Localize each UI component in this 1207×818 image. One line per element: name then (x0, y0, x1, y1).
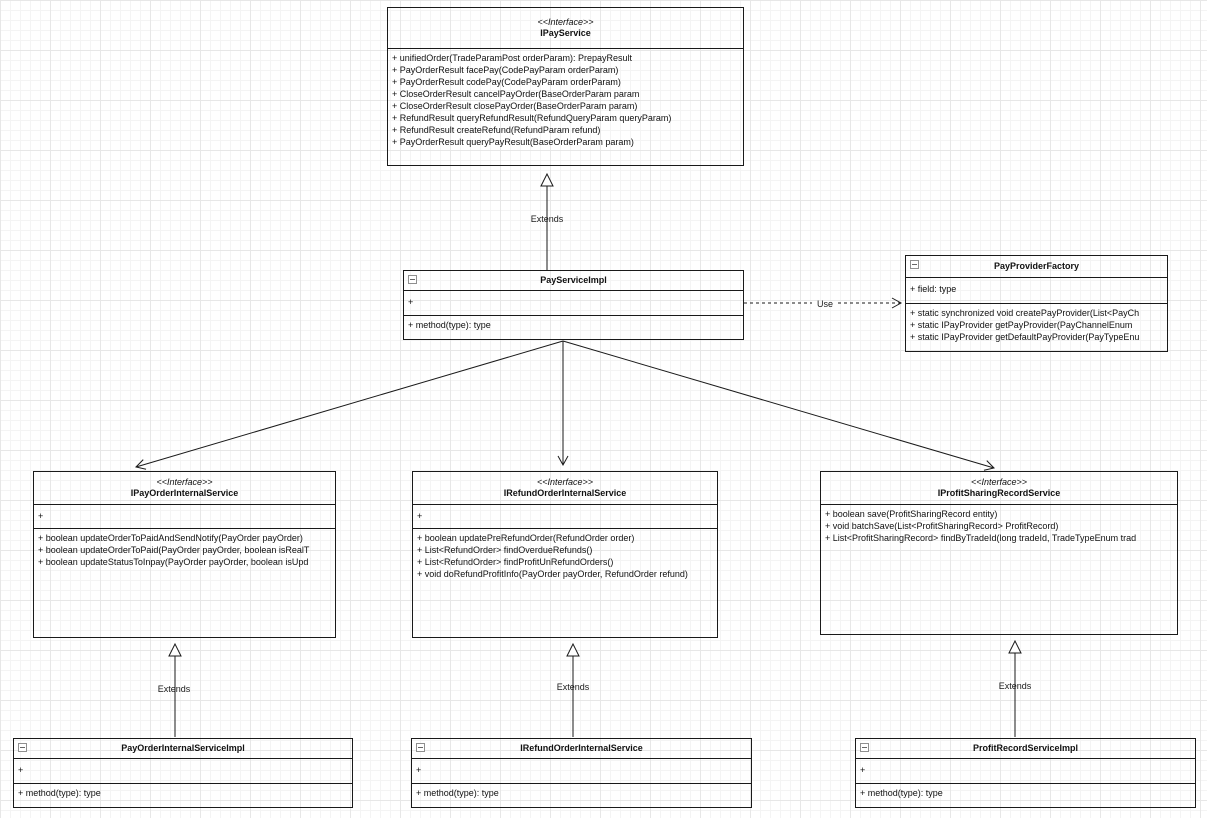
method-line: + boolean save(ProfitSharingRecord entit… (825, 509, 998, 519)
method-line: + unifiedOrder(TradeParamPost orderParam… (392, 53, 633, 63)
class-stereotype: <<Interface>> (970, 477, 1028, 487)
method-line: + method(type): type (860, 788, 943, 798)
class-title: PayProviderFactory (993, 261, 1080, 271)
edge-assoc-payserviceimpl-to-iprofitsharingrecordservice[interactable] (562, 340, 995, 471)
class-stereotype: <<Interface>> (536, 477, 594, 487)
class-title: ProfitRecordServiceImpl (972, 743, 1079, 753)
collapse-icon[interactable] (408, 275, 417, 284)
method-line: + PayOrderResult queryPayResult(BaseOrde… (392, 137, 634, 147)
class-stereotype: <<Interface>> (156, 477, 213, 487)
method-line: + boolean updateOrderToPaid(PayOrder pay… (38, 545, 310, 555)
class-irefundorderinternalservice[interactable]: <<Interface>> IRefundOrderInternalServic… (412, 471, 718, 638)
class-profitrecordserviceimpl[interactable]: ProfitRecordServiceImpl + + method(type)… (855, 738, 1196, 808)
edge-assoc-payserviceimpl-to-ipayorderinternalservice[interactable] (135, 340, 564, 470)
class-title: PayServiceImpl (540, 275, 607, 285)
edge-label-extends-bottom-right: Extends (998, 681, 1032, 691)
field-line: + (18, 765, 24, 775)
collapse-icon[interactable] (910, 260, 919, 269)
field-line: + (38, 511, 44, 521)
method-line: + void batchSave(List<ProfitSharingRecor… (825, 521, 1059, 531)
class-payorderinternalserviceimpl[interactable]: PayOrderInternalServiceImpl + + method(t… (13, 738, 353, 808)
collapse-icon[interactable] (860, 743, 869, 752)
class-title: IRefundOrderInternalService (520, 743, 643, 753)
field-line: + (416, 765, 422, 775)
method-line: + boolean updatePreRefundOrder(RefundOrd… (417, 533, 635, 543)
method-line: + RefundResult queryRefundResult(RefundQ… (392, 113, 672, 123)
method-line: + method(type): type (408, 320, 491, 330)
class-title: IRefundOrderInternalService (503, 488, 627, 498)
method-line: + List<ProfitSharingRecord> findByTradeI… (825, 533, 1137, 543)
edge-label-extends-top: Extends (530, 214, 564, 224)
class-ipayservice[interactable]: <<Interface>> IPayService + unifiedOrder… (387, 7, 744, 166)
field-line: + (408, 297, 414, 307)
method-line: + PayOrderResult codePay(CodePayParam or… (392, 77, 621, 87)
collapse-icon[interactable] (416, 743, 425, 752)
class-ipayorderinternalservice[interactable]: <<Interface>> IPayOrderInternalService +… (33, 471, 336, 638)
class-title: PayOrderInternalServiceImpl (121, 743, 245, 753)
field-line: + (417, 511, 423, 521)
method-line: + CloseOrderResult cancelPayOrder(BaseOr… (392, 89, 640, 99)
method-line: + void doRefundProfitInfo(PayOrder payOr… (417, 569, 688, 579)
field-line: + (860, 765, 866, 775)
method-line: + List<RefundOrder> findOverdueRefunds() (417, 545, 593, 555)
class-title: IPayService (540, 28, 591, 38)
method-line: + static IPayProvider getPayProvider(Pay… (910, 320, 1133, 330)
method-line: + boolean updateStatusToInpay(PayOrder p… (38, 557, 309, 567)
class-payproviderfactory[interactable]: PayProviderFactory + field: type + stati… (905, 255, 1168, 352)
edge-label-extends-bottom-left: Extends (157, 684, 191, 694)
collapse-icon[interactable] (18, 743, 27, 752)
class-irefundorderinternalservice-impl[interactable]: IRefundOrderInternalService + + method(t… (411, 738, 752, 808)
class-iprofitsharingrecordservice[interactable]: <<Interface>> IProfitSharingRecordServic… (820, 471, 1178, 635)
method-line: + boolean updateOrderToPaidAndSendNotify… (38, 533, 303, 543)
class-stereotype: <<Interface>> (537, 17, 594, 27)
method-line: + static IPayProvider getDefaultPayProvi… (910, 332, 1140, 342)
edge-label-use: Use (816, 299, 834, 309)
edge-label-extends-bottom-middle: Extends (556, 682, 590, 692)
method-line: + CloseOrderResult closePayOrder(BaseOrd… (392, 101, 638, 111)
method-line: + RefundResult createRefund(RefundParam … (392, 125, 601, 135)
class-payserviceimpl[interactable]: PayServiceImpl + + method(type): type (403, 270, 744, 340)
class-title: IPayOrderInternalService (130, 488, 239, 498)
method-line: + List<RefundOrder> findProfitUnRefundOr… (417, 557, 614, 567)
method-line: + PayOrderResult facePay(CodePayParam or… (392, 65, 619, 75)
field-line: + field: type (910, 284, 957, 294)
method-line: + method(type): type (416, 788, 499, 798)
method-line: + method(type): type (18, 788, 101, 798)
class-title: IProfitSharingRecordService (937, 488, 1061, 498)
method-line: + static synchronized void createPayProv… (910, 308, 1140, 318)
